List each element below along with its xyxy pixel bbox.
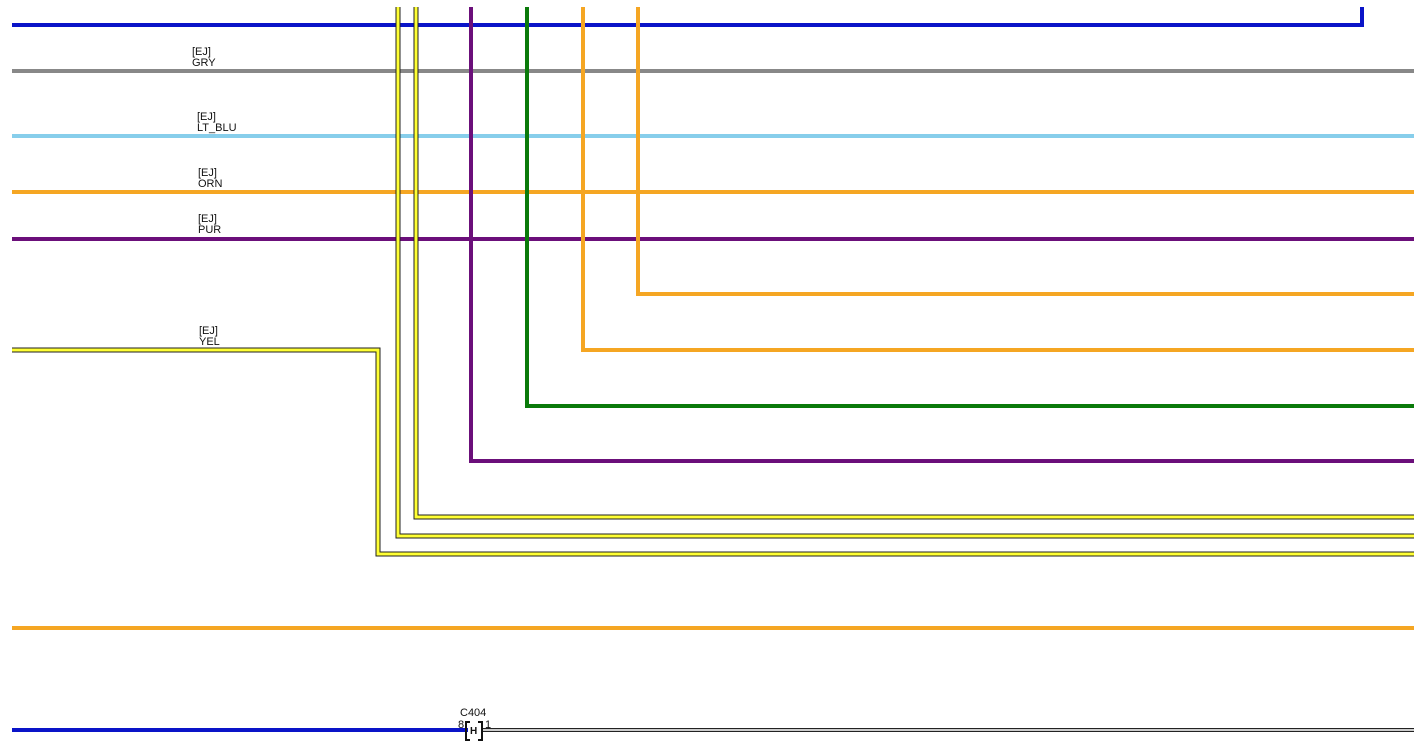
label-yel-line2: YEL <box>199 336 220 348</box>
label-pur-line1: [EJ] <box>198 213 217 225</box>
wire-yellow-2 <box>395 7 1414 539</box>
connector-id: C404 <box>460 707 487 719</box>
label-orn: [EJ] ORN <box>198 168 222 190</box>
connector-pin-left: 8 <box>458 719 465 731</box>
wire-orange-1 <box>581 7 1414 352</box>
label-lt-blu-line1: [EJ] <box>197 111 216 123</box>
label-gry: [EJ] GRY <box>192 47 216 69</box>
label-gry-line1: [EJ] <box>192 46 211 58</box>
label-yel-line1: [EJ] <box>199 325 218 337</box>
wire-blue-top <box>12 7 1364 27</box>
label-lt-blu-line2: LT_BLU <box>197 122 237 134</box>
connector-c404-symbol <box>465 721 483 741</box>
label-gry-line2: GRY <box>192 57 216 69</box>
label-pur-line2: PUR <box>198 224 222 236</box>
connector-pin-right: 1 <box>485 719 492 731</box>
wire-yellow-1 <box>413 7 1414 520</box>
wire-yel <box>12 347 1414 557</box>
label-pur: [EJ] PUR <box>198 214 221 236</box>
connector-symbol-letter: H <box>470 726 478 737</box>
label-orn-line1: [EJ] <box>198 167 217 179</box>
wire-purple-2 <box>469 7 1414 463</box>
label-lt-blu: [EJ] LT_BLU <box>197 112 237 134</box>
wire-green <box>525 7 1414 408</box>
label-yel: [EJ] YEL <box>199 326 220 348</box>
wire-orange-2 <box>636 7 1414 296</box>
label-orn-line2: ORN <box>198 178 223 190</box>
